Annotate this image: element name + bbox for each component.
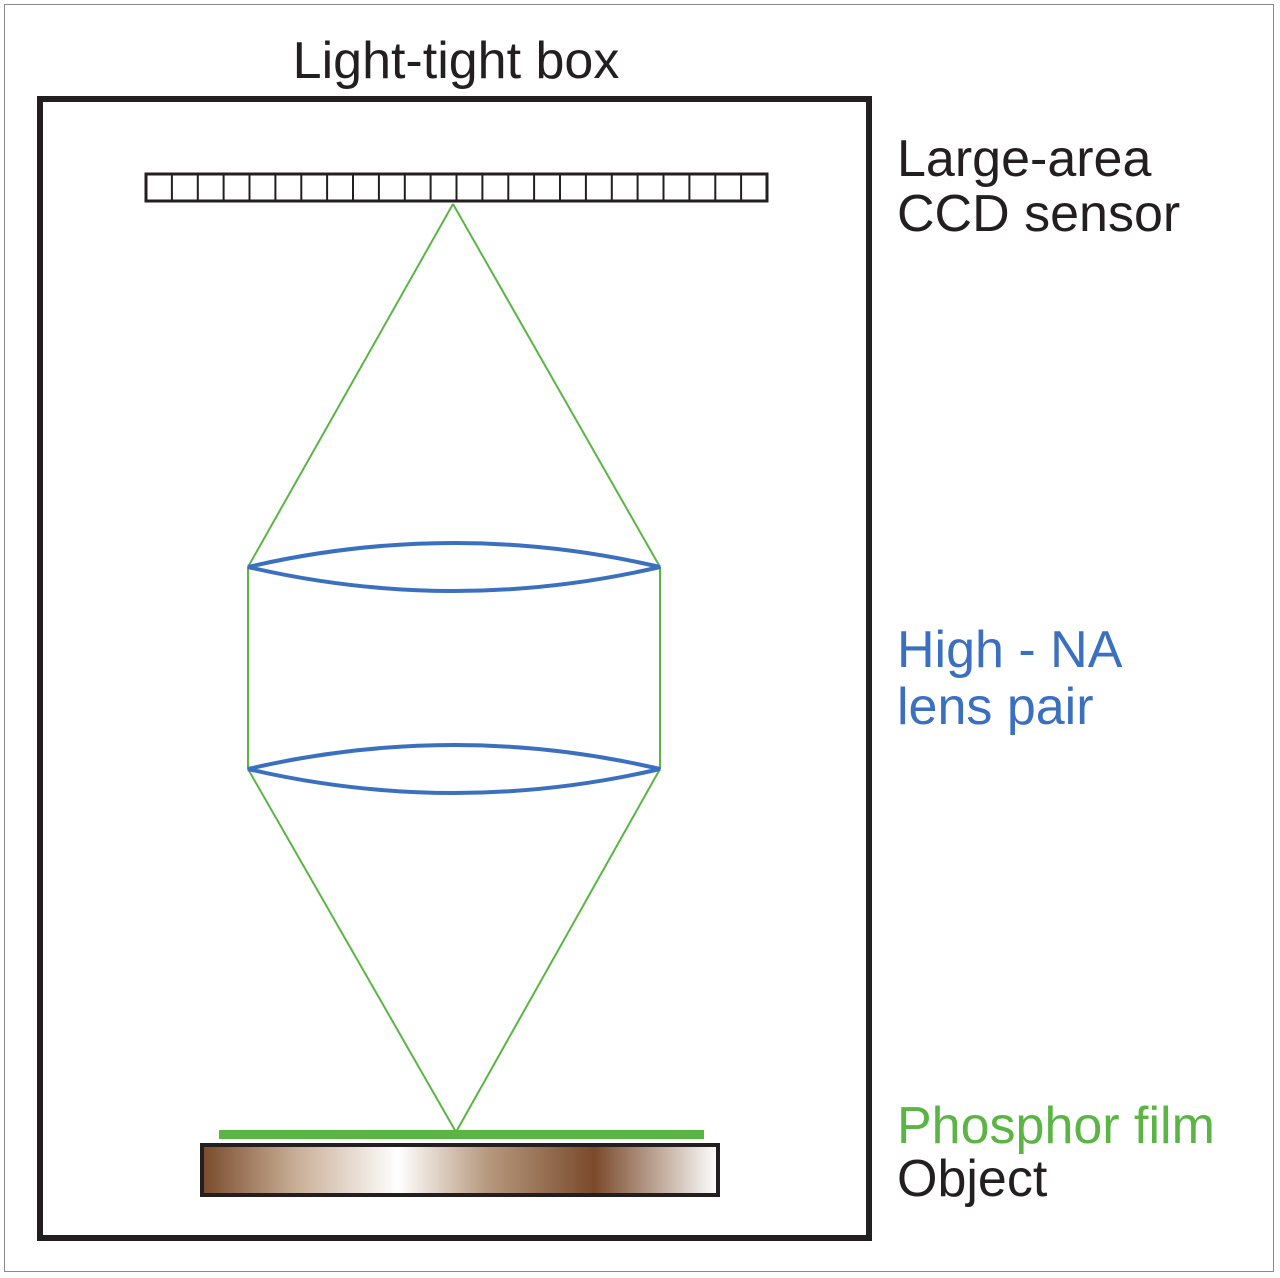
ray-upper-right	[452, 203, 661, 568]
lower-lens	[247, 743, 661, 795]
ray-lower-right	[455, 768, 661, 1133]
lens-label-line1: High - NA	[897, 621, 1123, 679]
sensor-label-line1: Large-area	[897, 130, 1151, 188]
light-tight-box	[37, 96, 872, 1241]
ccd-sensor	[144, 172, 769, 203]
ccd-sensor-pixels	[170, 174, 743, 201]
upper-lens	[247, 541, 661, 593]
lens-label-line2: lens pair	[897, 678, 1094, 736]
lens-pair	[247, 541, 661, 795]
ray-lower-left	[247, 768, 457, 1133]
object-label: Object	[897, 1150, 1048, 1208]
sensor-label-line2: CCD sensor	[897, 185, 1180, 243]
light-rays	[247, 203, 661, 1133]
box-title: Light-tight box	[293, 32, 620, 90]
phosphor-film	[219, 1130, 704, 1139]
figure-frame	[4, 4, 1274, 1272]
phosphor-label: Phosphor film	[897, 1097, 1215, 1155]
ray-upper-left	[247, 203, 454, 568]
object-sample	[200, 1143, 720, 1197]
